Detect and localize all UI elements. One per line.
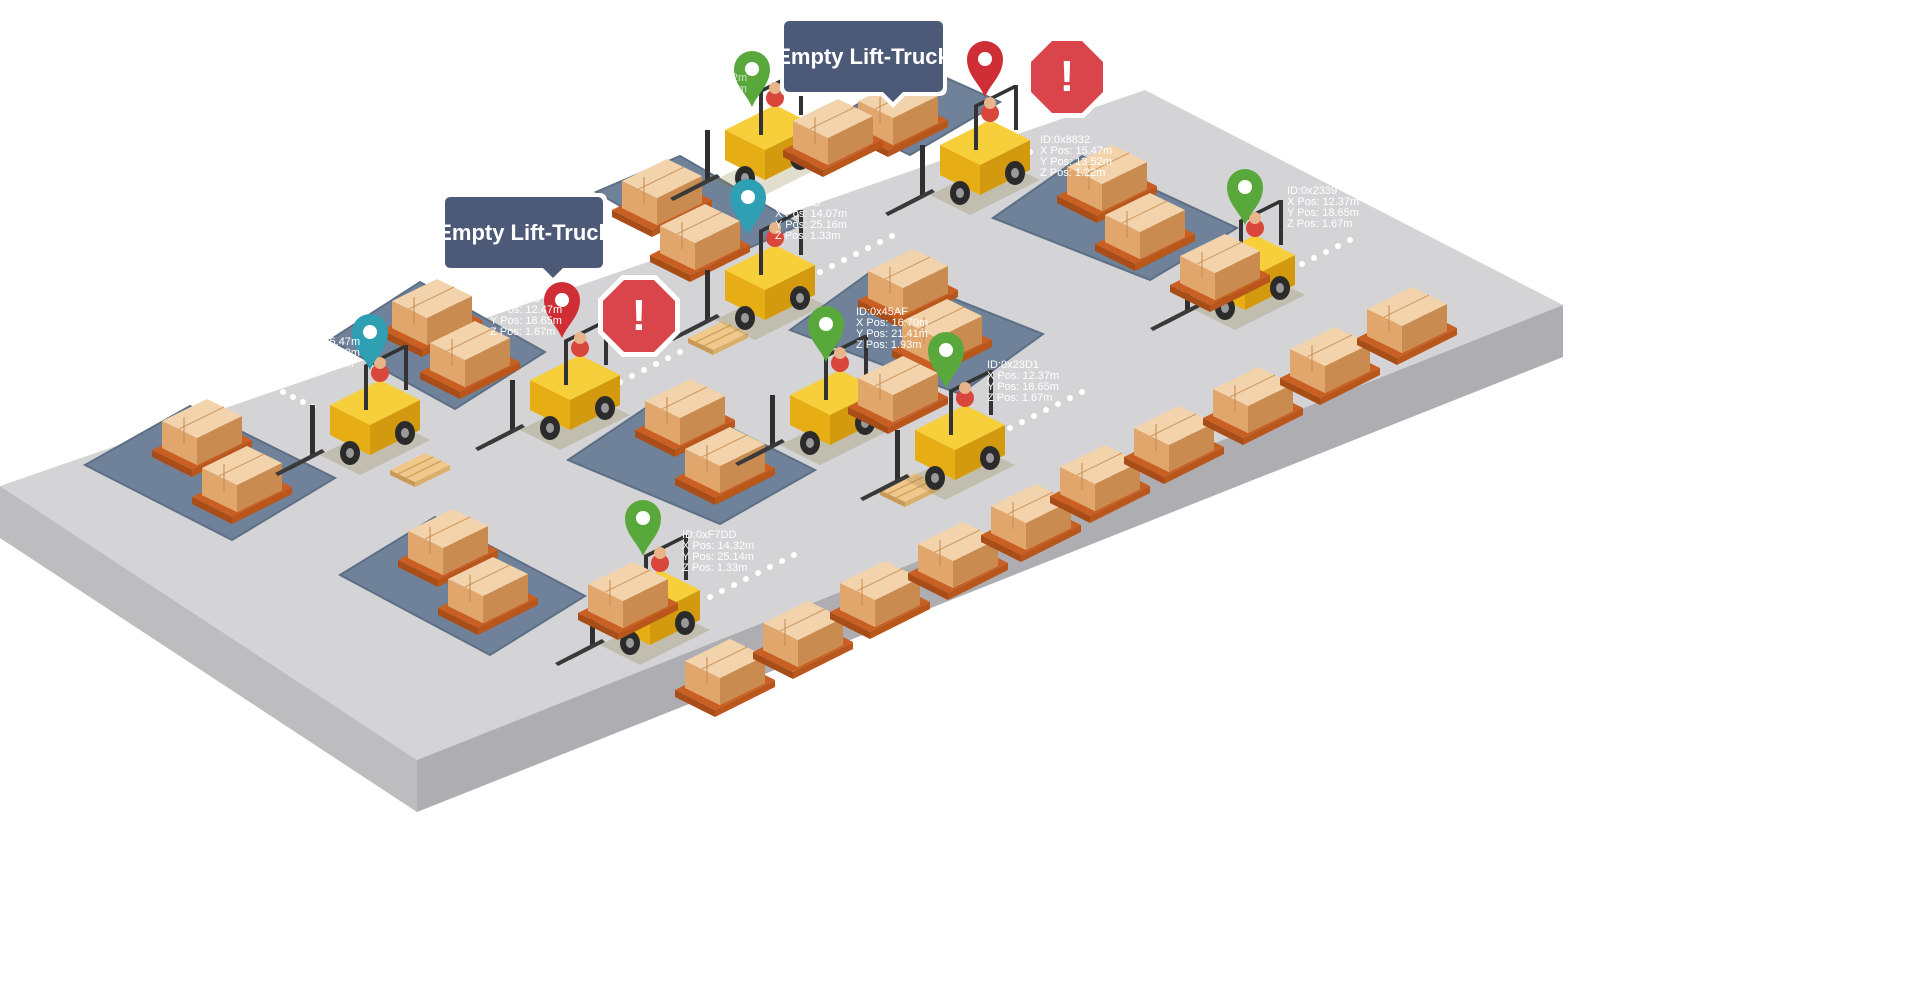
alert-glyph: !	[1060, 52, 1075, 101]
readout-8: ID:0xF7DD X Pos: 14.32m Y Pos: 25.14m Z …	[682, 529, 754, 574]
readout-x: X Pos: 14.07m	[775, 208, 847, 220]
readout-y: Y Pos: 18.65m	[1287, 207, 1359, 219]
readout-y: Y Pos: 17.58m	[675, 83, 747, 95]
readout-x: X Pos: 14.32m	[682, 540, 754, 552]
readout-x: X Pos: 12.47m	[490, 304, 562, 316]
readout-y: Y Pos: 25.14m	[682, 551, 754, 563]
readout-z: Z Pos: 1.67m	[987, 392, 1052, 404]
readout-0: ID:0x78FE X Pos: 22.82m Y Pos: 17.58m Z …	[675, 61, 747, 106]
alert-icon: !	[598, 275, 680, 357]
callout-label: Empty Lift-Truck	[776, 44, 950, 69]
readout-y: Y Pos: 18.65m	[490, 315, 562, 327]
alert-glyph: !	[632, 291, 647, 340]
readout-id: ID:0x21D	[775, 197, 821, 209]
readout-z: Z Pos: 1.93m	[856, 339, 921, 351]
readout-id: ID:0x45AF	[856, 306, 908, 318]
alerts: ! !	[598, 36, 1108, 357]
readout-7: ID:0x23D1 X Pos: 12.37m Y Pos: 18.65m Z …	[987, 359, 1059, 404]
trail-1	[687, 117, 723, 135]
readout-id: ID:0x8832	[1040, 134, 1090, 146]
readout-2: ID:0x21D X Pos: 14.07m Y Pos: 25.16m Z P…	[775, 197, 847, 242]
readout-x: X Pos: 12.37m	[1287, 196, 1359, 208]
readout-y: Y Pos: 18.65m	[987, 381, 1059, 393]
readout-x: X Pos: 12.37m	[987, 370, 1059, 382]
callout-mid: Empty Lift-Truck	[437, 193, 612, 284]
readout-x: X Pos: 15.47m	[288, 336, 360, 348]
readout-z: Z Pos: 1.47m	[675, 94, 740, 106]
readout-y: Y Pos: 25.16m	[775, 219, 847, 231]
readout-6: ID:0x45AF X Pos: 16.70m Y Pos: 21.41m Z …	[856, 306, 928, 351]
readout-z: Z Pos: 1.33m	[775, 230, 840, 242]
callouts: Empty Lift-Truck Empty Lift-Truck	[437, 17, 951, 284]
readout-y: Y Pos: 21.41m	[856, 328, 928, 340]
trail-2	[260, 380, 316, 410]
readout-1: ID:0x8832 X Pos: 15.47m Y Pos: 13.52m Z …	[1040, 134, 1112, 179]
floor-edge-left	[0, 486, 417, 812]
readout-id: ID:0x23D1	[987, 359, 1039, 371]
readout-z: Z Pos: 1.67m	[1287, 218, 1352, 230]
readout-id: ID:0xF7DD	[682, 529, 736, 541]
readout-y: Y Pos: 13.52m	[288, 347, 360, 359]
readout-z: Z Pos: 1.67m	[490, 326, 555, 338]
readout-3: ID:0x2339 X Pos: 12.37m Y Pos: 18.65m Z …	[1287, 185, 1359, 230]
trail-3	[817, 233, 895, 275]
readout-x: X Pos: 15.47m	[1040, 145, 1112, 157]
callout-top: Empty Lift-Truck	[776, 17, 951, 108]
readout-z: Z Pos: 1.33m	[682, 562, 747, 574]
readout-x: X Pos: 16.70m	[856, 317, 928, 329]
readout-x: X Pos: 22.82m	[675, 72, 747, 84]
readout-z: Z Pos: 1.22m	[1040, 167, 1105, 179]
readout-id: ID:0x8832	[288, 325, 338, 337]
alert-icon: !	[1026, 36, 1108, 118]
trail-6	[707, 552, 797, 600]
readout-id: ID:0x78FE	[675, 61, 727, 73]
readout-id: ID:0x2313	[490, 293, 540, 305]
readout-5: ID:0x8832 X Pos: 15.47m Y Pos: 13.52m Z …	[288, 325, 360, 370]
readout-id: ID:0x2339	[1287, 185, 1337, 197]
readouts: ID:0x78FE X Pos: 22.82m Y Pos: 17.58m Z …	[288, 61, 1359, 574]
callout-label: Empty Lift-Truck	[437, 220, 611, 245]
readout-y: Y Pos: 13.52m	[1040, 156, 1112, 168]
trail-5	[1007, 389, 1085, 431]
readout-z: Z Pos: 1.22m	[288, 358, 353, 370]
readout-4: ID:0x2313 X Pos: 12.47m Y Pos: 18.65m Z …	[490, 293, 562, 338]
